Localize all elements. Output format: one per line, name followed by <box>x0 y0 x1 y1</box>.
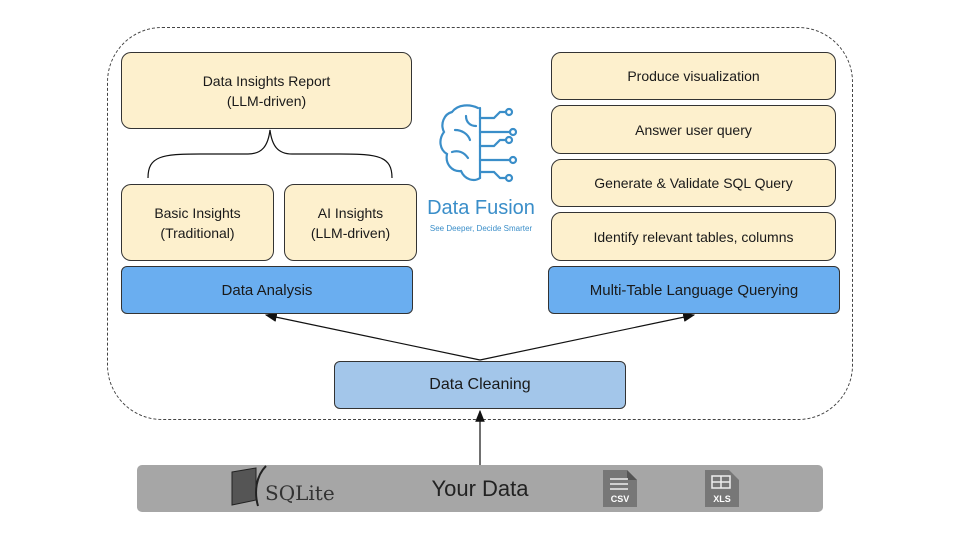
grouping-brace <box>147 129 393 179</box>
your-data-label: Your Data <box>431 475 529 501</box>
step-label: Identify relevant tables, columns <box>593 228 794 245</box>
sqlite-label: SQLite <box>265 481 335 505</box>
step-box-answer-query: Answer user query <box>551 105 836 154</box>
multi-table-querying-box: Multi-Table Language Querying <box>548 266 840 314</box>
data-cleaning-label: Data Cleaning <box>429 376 531 393</box>
step-box-generate-sql: Generate & Validate SQL Query <box>551 159 836 207</box>
step-label: Produce visualization <box>627 68 760 84</box>
data-analysis-label: Data Analysis <box>221 281 313 299</box>
basic-insights-title: Basic Insights <box>154 204 241 221</box>
insights-report-title: Data Insights Report <box>202 72 331 89</box>
logo-title: Data Fusion <box>427 197 535 219</box>
multi-table-querying-label: Multi-Table Language Querying <box>589 281 799 299</box>
data-analysis-box: Data Analysis <box>121 266 413 314</box>
csv-label: CSV <box>610 494 630 504</box>
data-cleaning-box: Data Cleaning <box>334 361 626 409</box>
ai-insights-title: AI Insights <box>317 204 384 221</box>
data-source-bar: Your Data <box>137 465 823 512</box>
xls-label: XLS <box>713 494 731 504</box>
arrow-to-analysis <box>264 312 481 361</box>
logo-tagline: See Deeper, Decide Smarter <box>429 224 533 233</box>
step-box-identify-tables: Identify relevant tables, columns <box>551 212 836 261</box>
basic-insights-subtitle: (Traditional) <box>160 224 235 241</box>
brain-circuit-icon <box>439 104 518 183</box>
step-box-visualization: Produce visualization <box>551 52 836 100</box>
basic-insights-box: Basic Insights (Traditional) <box>121 184 274 261</box>
ai-insights-subtitle: (LLM-driven) <box>310 224 391 241</box>
step-label: Answer user query <box>635 121 752 138</box>
arrow-to-querying <box>479 312 696 361</box>
insights-report-box: Data Insights Report (LLM-driven) <box>121 52 412 129</box>
insights-report-subtitle: (LLM-driven) <box>226 92 307 109</box>
ai-insights-box: AI Insights (LLM-driven) <box>284 184 417 261</box>
step-label: Generate & Validate SQL Query <box>594 175 793 191</box>
